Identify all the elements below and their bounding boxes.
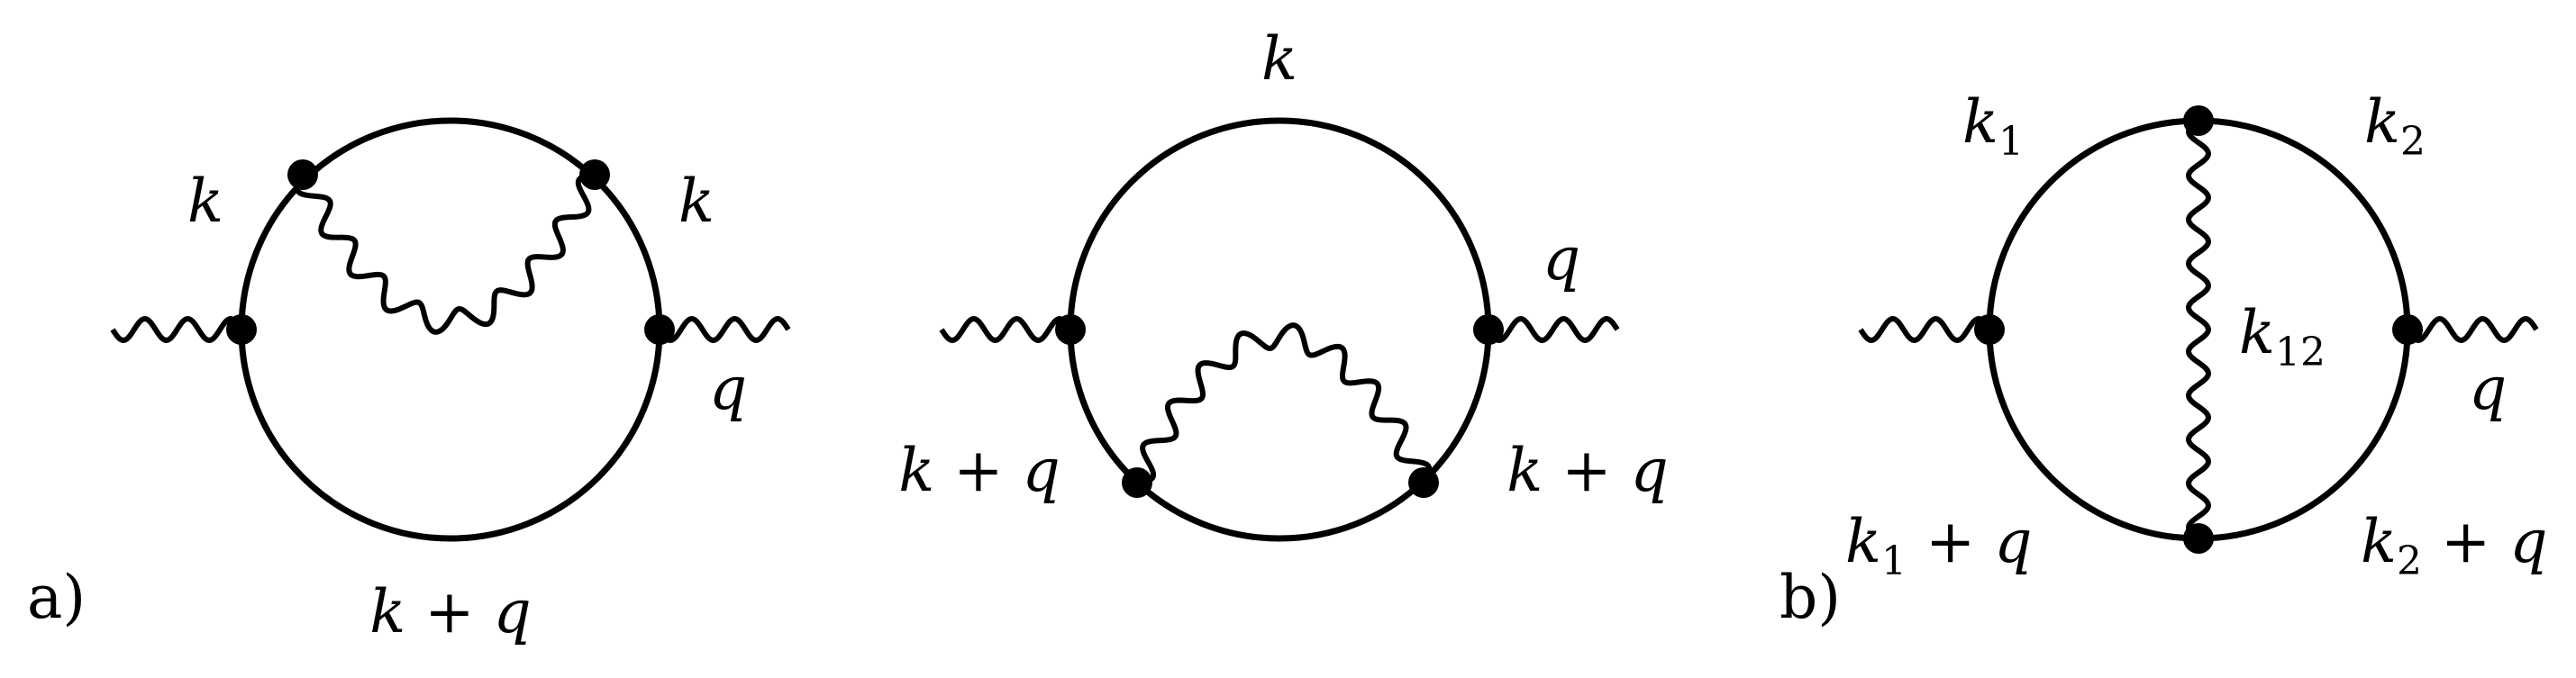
vertex-right [2392,314,2423,345]
internal-photon-self-energy [1136,322,1433,485]
external-photon-right [657,315,791,344]
external-photon-left [939,315,1073,344]
label-right-k-plus-q: k + q [1506,436,1669,505]
vertex-top [2183,105,2214,136]
label-top-k: k [1261,24,1297,94]
external-photon-right [1486,315,1620,344]
vertex-bottom-right [1408,467,1439,498]
vertex-bottom [2183,523,2214,554]
label-left-k-plus-q: k + q [898,436,1060,505]
external-photon-left [1858,315,1992,344]
diagram-a1: k k q k + q a) [27,117,791,646]
label-k1-plus-q: k1 + q [1845,507,2033,584]
panel-tag-a: a) [27,563,86,632]
label-left-k: k [187,167,223,236]
label-q: q [709,354,747,423]
internal-photon-self-energy [294,172,596,335]
external-photon-left [110,315,244,344]
label-k2-plus-q: k2 + q [2361,507,2548,584]
label-k2: k2 [2364,87,2426,165]
vertex-left [226,314,257,345]
label-k1: k1 [1962,87,2024,165]
vertex-top-left [287,159,318,190]
vertex-right [644,314,675,345]
diagram-b: k1 k2 k12 q k1 + q k2 + q b) [1780,87,2548,632]
label-right-k: k [678,167,715,236]
vertex-left [1974,314,2005,345]
vertex-right [1473,314,1504,345]
label-k12: k12 [2239,298,2326,375]
label-q: q [1543,224,1580,294]
external-photon-right [2405,315,2539,344]
vertex-left [1055,314,1086,345]
vertex-top-right [579,159,610,190]
panel-tag-b: b) [1780,563,1841,632]
vertex-bottom-left [1122,467,1152,498]
diagram-a2: k q k + q k + q [898,24,1669,542]
internal-photon-vertex [2185,118,2212,541]
label-bottom-k-plus-q: k + q [369,577,532,646]
label-q: q [2469,354,2507,423]
